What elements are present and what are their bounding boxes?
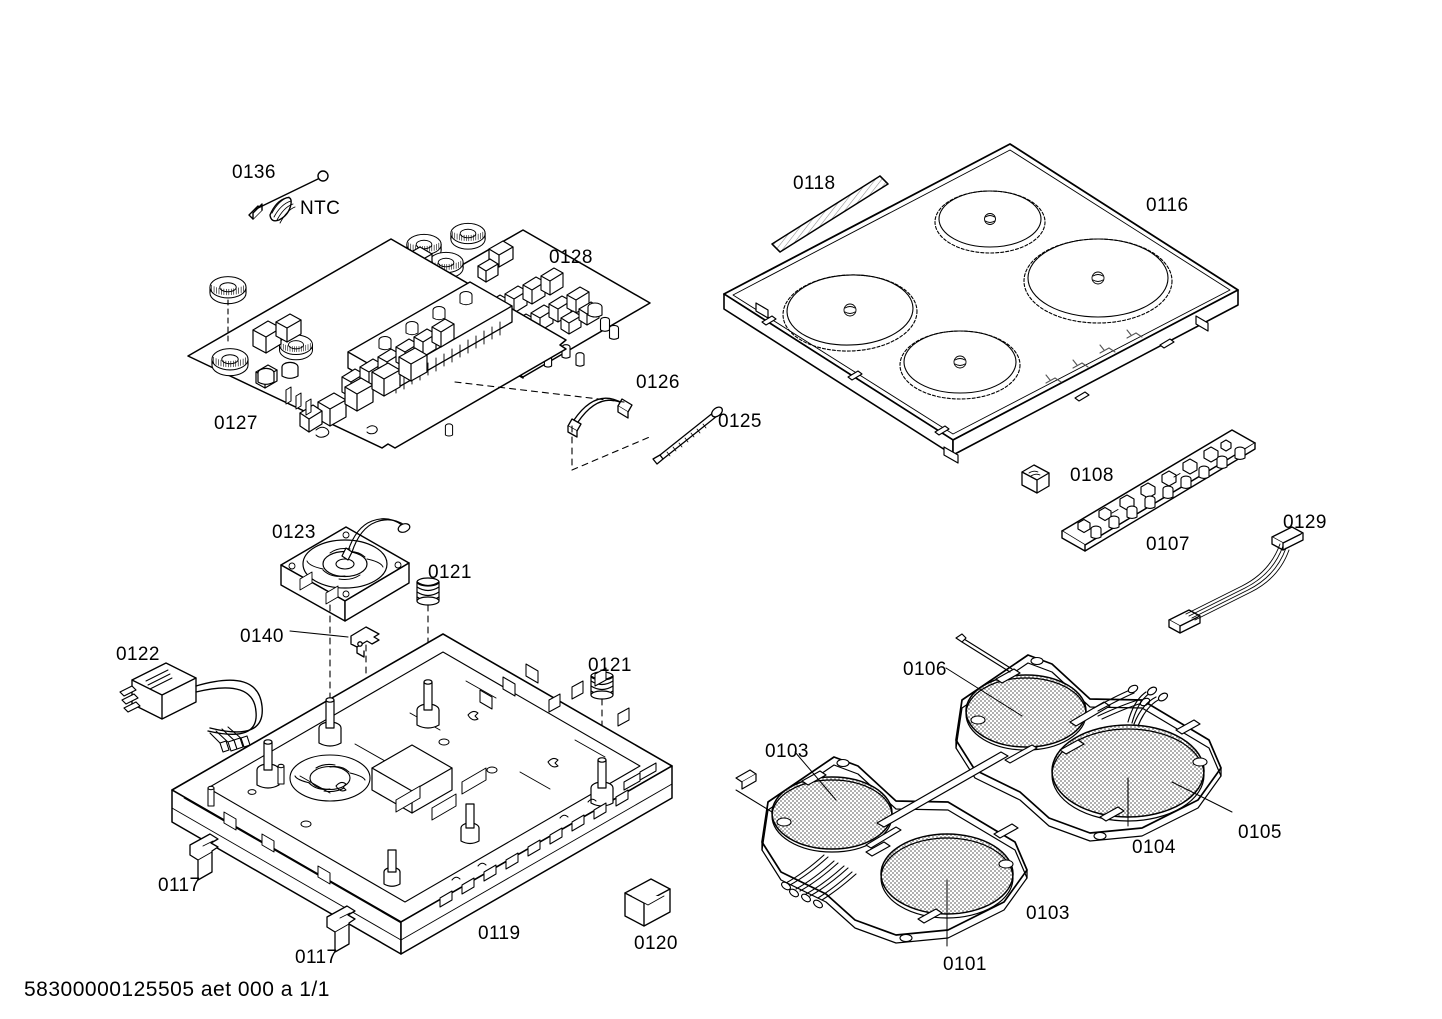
main-control-pcb-part (187, 238, 567, 449)
part-label-0105: 0105 (1238, 822, 1282, 843)
part-label-0121-a: 0121 (428, 562, 472, 583)
part-label-0126: 0126 (636, 372, 680, 393)
part-label-0118: 0118 (793, 173, 836, 194)
part-label-0104: 0104 (1132, 837, 1176, 858)
part-label-0122: 0122 (116, 644, 160, 665)
small-connector-block-part (1021, 464, 1050, 494)
retaining-clip-a (189, 833, 219, 881)
part-label-0128: 0128 (549, 247, 593, 268)
part-label-0108: 0108 (1070, 465, 1114, 486)
part-label-0129: 0129 (1283, 512, 1327, 533)
part-label-0101: 0101 (943, 954, 987, 975)
part-label-0103-b: 0103 (1026, 903, 1070, 924)
coil-assembly-rear (945, 633, 1233, 842)
part-label-0125: 0125 (718, 411, 762, 432)
screw-part (652, 406, 723, 465)
part-label-0121-b: 0121 (588, 655, 632, 676)
part-label-0123: 0123 (272, 522, 316, 543)
connection-cable-part (567, 397, 633, 438)
part-label-0136: 0136 (232, 162, 276, 183)
coil-assembly-front (735, 751, 1028, 947)
part-label-0107: 0107 (1146, 534, 1190, 555)
cable-clamp-box-part (624, 878, 671, 927)
part-label-0119: 0119 (478, 923, 521, 944)
trim-strip-part (771, 175, 889, 253)
glass-cooktop-part (723, 143, 1239, 464)
retaining-clip-b (326, 905, 356, 953)
part-label-0117-a: 0117 (158, 875, 201, 896)
part-label-0106: 0106 (903, 659, 947, 680)
part-label-0120: 0120 (634, 933, 678, 954)
cooling-fan-part (280, 518, 411, 771)
ntc-sensor-part (248, 170, 329, 224)
part-label-0117-b: 0117 (295, 947, 338, 968)
part-label-0116: 0116 (1146, 195, 1189, 216)
power-cord-part (119, 662, 263, 753)
part-label-0103-a: 0103 (765, 741, 809, 762)
ntc-marking-label: NTC (300, 198, 341, 219)
drawing-footer-text: 58300000125505 aet 000 a 1/1 (24, 978, 330, 1001)
part-label-0127: 0127 (214, 413, 258, 434)
part-label-0140: 0140 (240, 626, 284, 647)
mounting-bracket-part (289, 626, 380, 721)
base-housing-part (171, 633, 673, 955)
ribbon-cable-part (1168, 526, 1304, 634)
control-panel-pcb-part (1061, 429, 1256, 552)
